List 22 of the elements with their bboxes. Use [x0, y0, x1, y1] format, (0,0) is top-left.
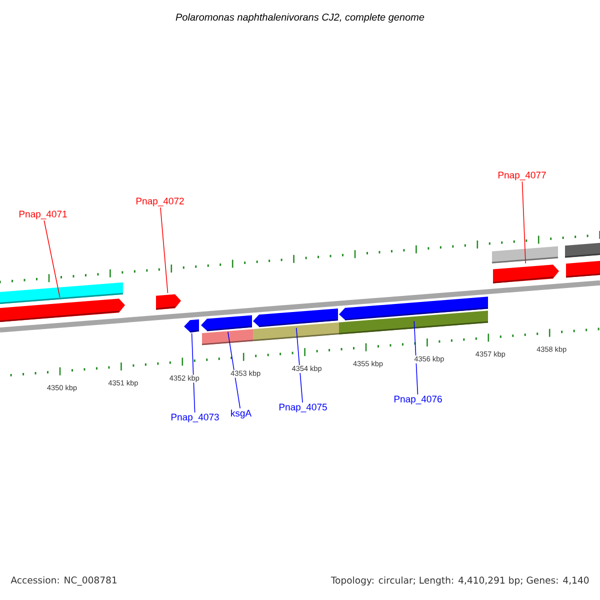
gene-label: Pnap_4071: [19, 210, 67, 220]
gene-label: Pnap_4073: [171, 414, 219, 422]
gene-label: ksgA: [231, 410, 252, 418]
gene-feature: [201, 315, 252, 332]
gene-feature: [0, 298, 125, 322]
leader-line: [44, 220, 60, 298]
leader-line: [191, 332, 196, 413]
gene-feature: [184, 319, 200, 333]
gene-label: Pnap_4075: [279, 404, 327, 412]
gene-label: Pnap_4077: [498, 172, 546, 180]
gene-feature: [156, 294, 181, 310]
leader-line: [414, 320, 418, 395]
gene-label: Pnap_4072: [136, 198, 184, 206]
gene-feature: [492, 264, 559, 284]
leader-line: [296, 327, 303, 403]
accession-text: Accession: NC_008781: [10, 576, 118, 586]
genome-info-text: Topology: circular; Length: 4,410,291 bp; Genes: 4,140: [330, 576, 590, 586]
leader-line: [522, 181, 526, 264]
gene-label: Pnap_4076: [394, 396, 442, 404]
leader-line: [160, 207, 168, 294]
leader-line: [228, 332, 240, 409]
title: Polaromonas naphthalenivorans CJ2, complete genome: [176, 13, 424, 23]
